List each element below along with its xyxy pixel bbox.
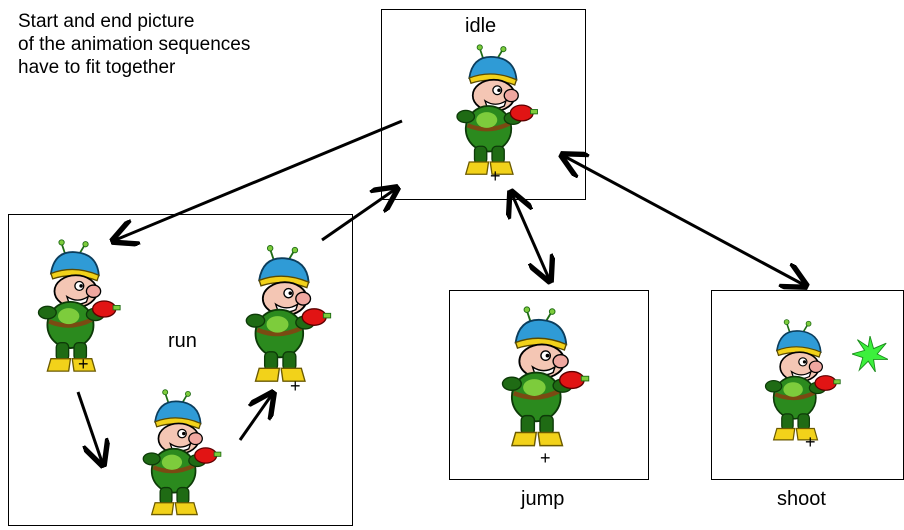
shoot-character (766, 320, 888, 440)
note-line-1: Start and end picture (18, 11, 195, 32)
arrow-idle-to-run (113, 119, 403, 241)
note-line-3: have to fit together (18, 57, 176, 78)
explanation-note: Start and end picture of the animation s… (18, 10, 250, 79)
jump-pivot-marker: + (540, 448, 551, 468)
arrow-idle-shoot (562, 155, 806, 286)
run-pivot-marker-3: + (290, 376, 301, 396)
idle-character (457, 45, 538, 175)
jump-character (503, 307, 589, 446)
note-line-2: of the animation sequences (18, 34, 251, 55)
arrow-run-to-idle (321, 188, 397, 242)
arrow-run-frame-1-to-2 (76, 391, 103, 465)
idle-label: idle (465, 15, 497, 37)
arrow-run-frame-2-to-3 (238, 393, 273, 441)
arrow-idle-jump (511, 192, 550, 281)
run-character-1 (39, 240, 121, 371)
run-pivot-marker-1: + (78, 354, 89, 374)
run-label: run (168, 330, 197, 352)
shoot-pivot-marker: + (805, 432, 816, 452)
run-character-2 (143, 390, 221, 515)
idle-pivot-marker: + (490, 166, 501, 186)
jump-label: jump (521, 488, 565, 510)
muzzle-flash-icon (852, 336, 888, 372)
run-character-3 (246, 246, 330, 382)
shoot-label: shoot (777, 488, 826, 510)
